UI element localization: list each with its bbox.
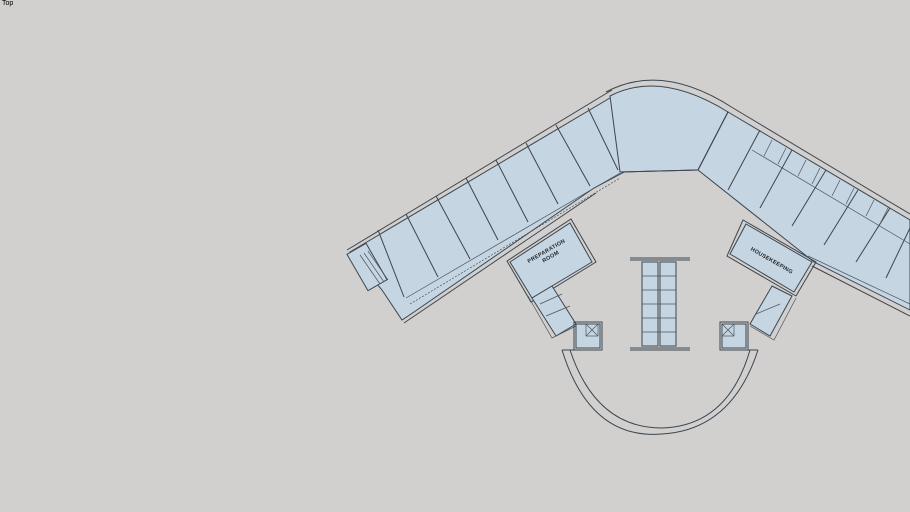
elevator-cores: [573, 321, 749, 351]
housekeeping-room: HOUSEKEEPING: [726, 219, 817, 341]
view-name-label: Top: [2, 0, 14, 7]
central-shelving: [630, 257, 690, 351]
curved-terrace: [561, 349, 759, 435]
left-wing: [346, 89, 629, 324]
right-wing: [697, 107, 910, 317]
